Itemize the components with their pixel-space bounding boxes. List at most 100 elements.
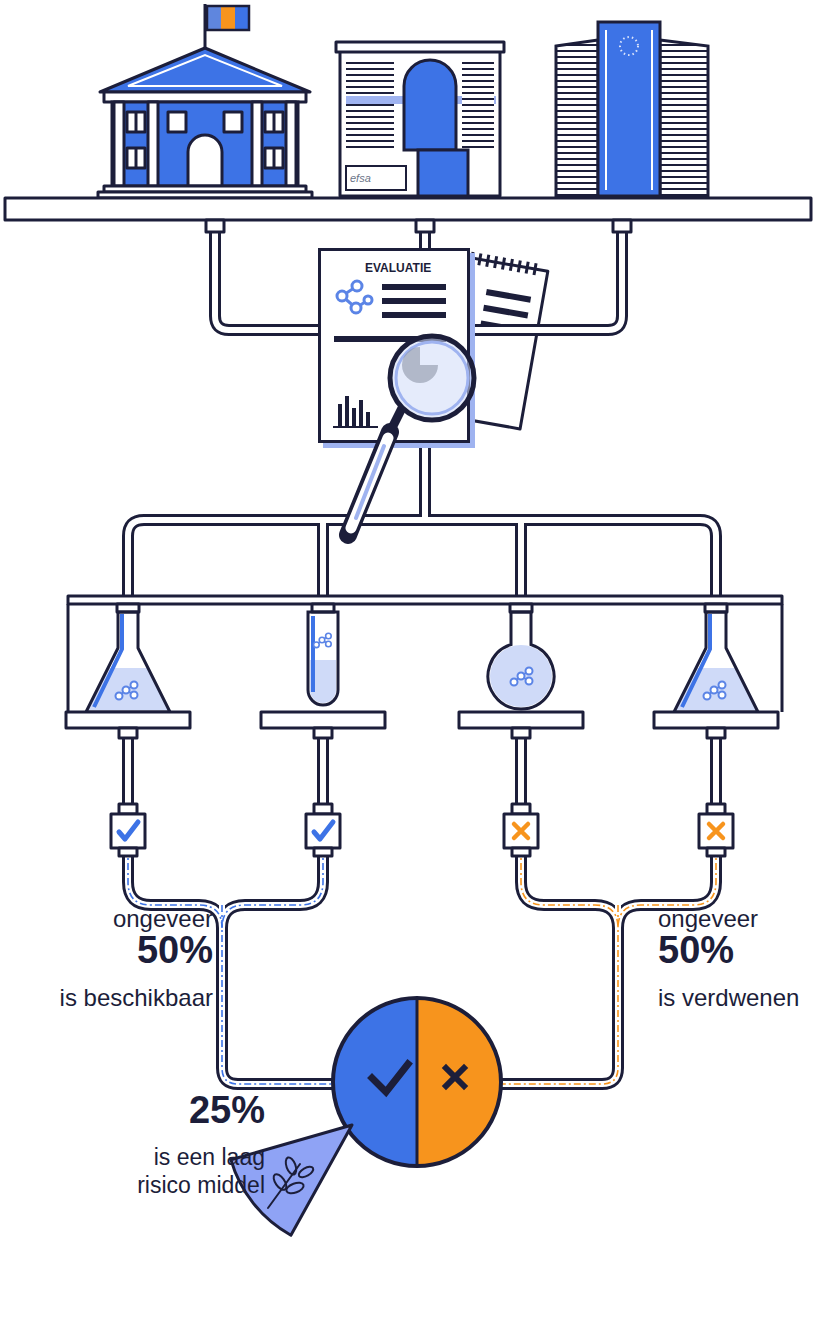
test-tube	[314, 633, 332, 647]
document-content	[345, 396, 349, 426]
test-tube	[308, 612, 338, 705]
notepad	[463, 251, 536, 275]
efsa-building	[346, 166, 406, 190]
government-building	[235, 6, 249, 30]
document-content	[382, 284, 446, 290]
document-content	[338, 404, 342, 426]
shelf	[654, 712, 778, 728]
magnifying-glass	[396, 342, 468, 414]
notepad	[483, 305, 528, 319]
pipe	[521, 848, 618, 928]
notepad	[486, 289, 531, 303]
round-flask	[490, 645, 552, 707]
government-building	[286, 102, 296, 186]
annotation-text: is beschikbaar	[13, 985, 213, 1011]
government-building	[114, 102, 124, 186]
government-building	[207, 6, 221, 30]
pipe	[128, 520, 716, 598]
document-content	[382, 312, 446, 318]
magnifying-glass	[356, 446, 384, 518]
government-building	[148, 102, 158, 186]
government-building	[135, 112, 138, 132]
magnifying-glass	[348, 432, 390, 535]
document-content	[366, 412, 370, 426]
government-building	[112, 102, 298, 186]
pie-chart	[285, 1181, 305, 1196]
efsa-building	[346, 60, 394, 150]
pipe	[518, 520, 524, 598]
pie-chart	[416, 998, 419, 1166]
test-tube	[311, 616, 315, 692]
pipe	[222, 848, 323, 928]
annotation-text: is verdwenen	[658, 985, 816, 1011]
pipe	[222, 848, 323, 928]
check-box	[119, 822, 138, 839]
pipe	[215, 230, 322, 330]
efsa-building	[404, 60, 456, 150]
government-building	[135, 148, 138, 168]
logo-text: efsa	[350, 173, 371, 184]
lab-rack	[68, 596, 782, 604]
government-building	[168, 112, 186, 132]
cross-box	[707, 848, 725, 856]
government-building	[221, 6, 235, 30]
percentage-value: 25%	[105, 1090, 265, 1132]
government-building	[265, 148, 283, 168]
pipe	[317, 520, 329, 598]
check-box	[119, 848, 137, 856]
pipe	[128, 230, 716, 1084]
test-tube	[308, 612, 338, 705]
shelf-bar	[613, 220, 631, 232]
government-building	[273, 148, 276, 168]
commission-building	[598, 22, 660, 196]
document-content	[359, 400, 363, 426]
commission-building	[556, 22, 708, 196]
shelf	[119, 728, 137, 738]
annotation-text: is een laag risico middel	[125, 1144, 265, 1199]
pie-chart	[268, 1156, 315, 1208]
magnifying-glass	[351, 438, 388, 528]
pipe	[494, 905, 618, 1084]
commission-building	[556, 40, 598, 196]
lab-rack	[67, 604, 70, 712]
shelf-bar	[416, 220, 434, 232]
pipe	[215, 230, 322, 330]
pipe	[320, 520, 326, 598]
check-box	[111, 814, 145, 848]
government-building	[100, 48, 310, 92]
pie-chart	[446, 1068, 464, 1086]
pie-chart	[231, 998, 501, 1235]
check-box	[306, 814, 340, 848]
magnifying-glass	[402, 347, 438, 383]
pipe	[222, 905, 340, 1084]
erlenmeyer-flask	[86, 612, 170, 712]
round-flask	[511, 668, 533, 686]
check-box	[314, 848, 332, 856]
efsa-building	[340, 50, 500, 196]
commission-building	[605, 30, 607, 190]
pie-chart	[333, 998, 501, 1166]
document-content	[351, 303, 361, 313]
check-box	[111, 804, 340, 856]
efsa-building	[336, 42, 504, 196]
pipe	[222, 905, 340, 1084]
shelf	[261, 712, 385, 728]
check-box	[314, 822, 333, 839]
annotation-text: ongeveer	[658, 906, 816, 932]
government-building	[252, 102, 262, 186]
pipe	[222, 905, 340, 1084]
percentage-value: 50%	[658, 930, 816, 972]
government-building	[127, 112, 145, 132]
commission-building	[660, 40, 708, 196]
shelf	[66, 712, 778, 738]
efsa-building	[336, 42, 504, 52]
government-building	[273, 112, 276, 132]
commission-building	[620, 37, 638, 55]
cross-box	[699, 814, 733, 848]
shelf	[66, 712, 190, 728]
government-building	[128, 55, 282, 86]
magnifying-glass	[348, 336, 474, 535]
pipe	[222, 848, 323, 928]
percentage-value: 50%	[13, 930, 213, 972]
